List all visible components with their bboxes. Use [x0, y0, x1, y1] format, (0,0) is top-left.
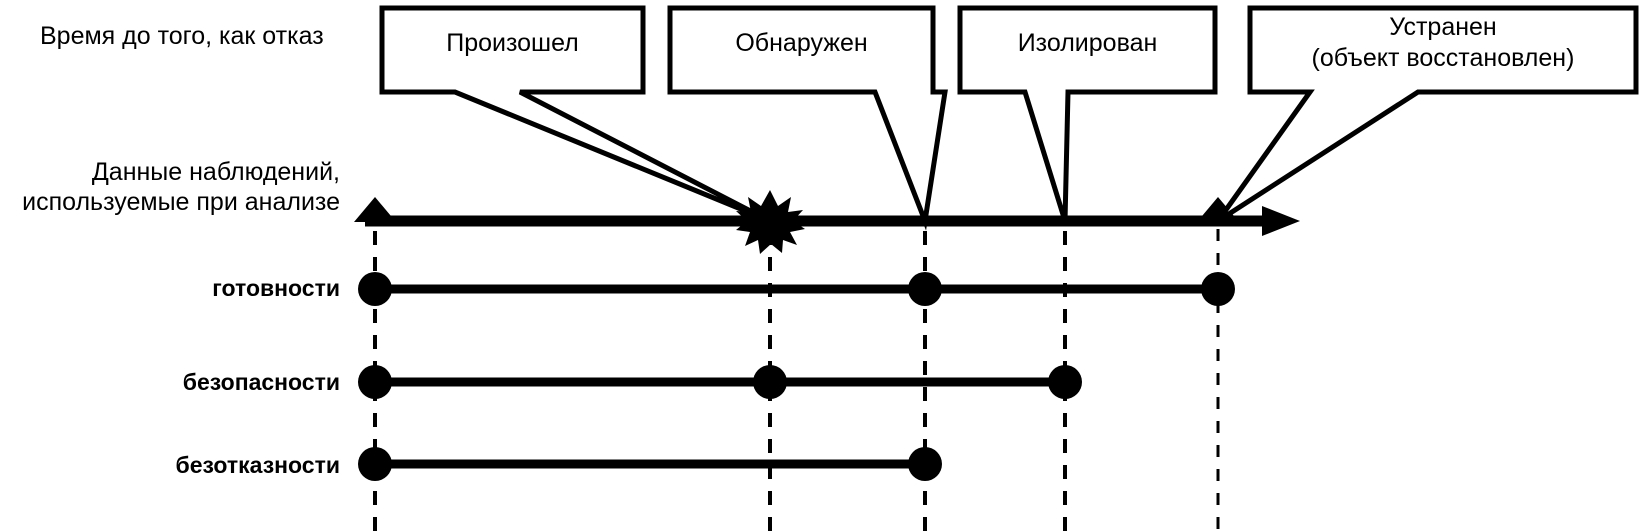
- series-dot-safety-1: [753, 365, 787, 399]
- series-dot-availability-2: [1201, 272, 1235, 306]
- vertical-guides: [373, 205, 1220, 531]
- callout-occurred-box[interactable]: [379, 5, 772, 224]
- series-dot-safety-2: [1048, 365, 1082, 399]
- callout-label-restored: Устранен (объект восстановлен): [1311, 13, 1575, 72]
- series-row-reliability: [358, 447, 942, 481]
- callout-restored[interactable]: [1215, 5, 1639, 224]
- row-label-safety: безопасности: [182, 369, 340, 395]
- row-label-reliability: безотказности: [175, 452, 340, 478]
- callout-label-occurred: Произошел: [446, 29, 579, 57]
- axis-arrowhead-icon: [1262, 206, 1300, 236]
- observations-label: Данные наблюдений, используемые при анал…: [22, 158, 340, 216]
- series-row-safety: [358, 365, 1082, 399]
- callout-isolated-box[interactable]: [957, 5, 1218, 222]
- page-title: Время до того, как отказ: [40, 22, 324, 50]
- callout-label-isolated: Изолирован: [1017, 29, 1158, 57]
- failure-starburst-icon: [736, 190, 805, 254]
- callout-isolated[interactable]: [957, 5, 1218, 222]
- callout-label-detected: Обнаружен: [735, 29, 868, 57]
- series-dot-availability-0: [358, 272, 392, 306]
- callout-occurred[interactable]: [379, 5, 772, 224]
- series-dot-availability-1: [908, 272, 942, 306]
- series-dot-reliability-1: [908, 447, 942, 481]
- timeline-axis: [354, 190, 1300, 254]
- callout-restored-box[interactable]: [1215, 5, 1639, 224]
- start-triangle-marker-icon: [354, 197, 396, 222]
- series-row-availability: [358, 272, 1235, 306]
- series-dot-reliability-0: [358, 447, 392, 481]
- series-dot-safety-0: [358, 365, 392, 399]
- callout-detected[interactable]: [667, 5, 948, 231]
- callout-detected-box[interactable]: [667, 5, 948, 231]
- row-label-availability: готовности: [212, 275, 340, 301]
